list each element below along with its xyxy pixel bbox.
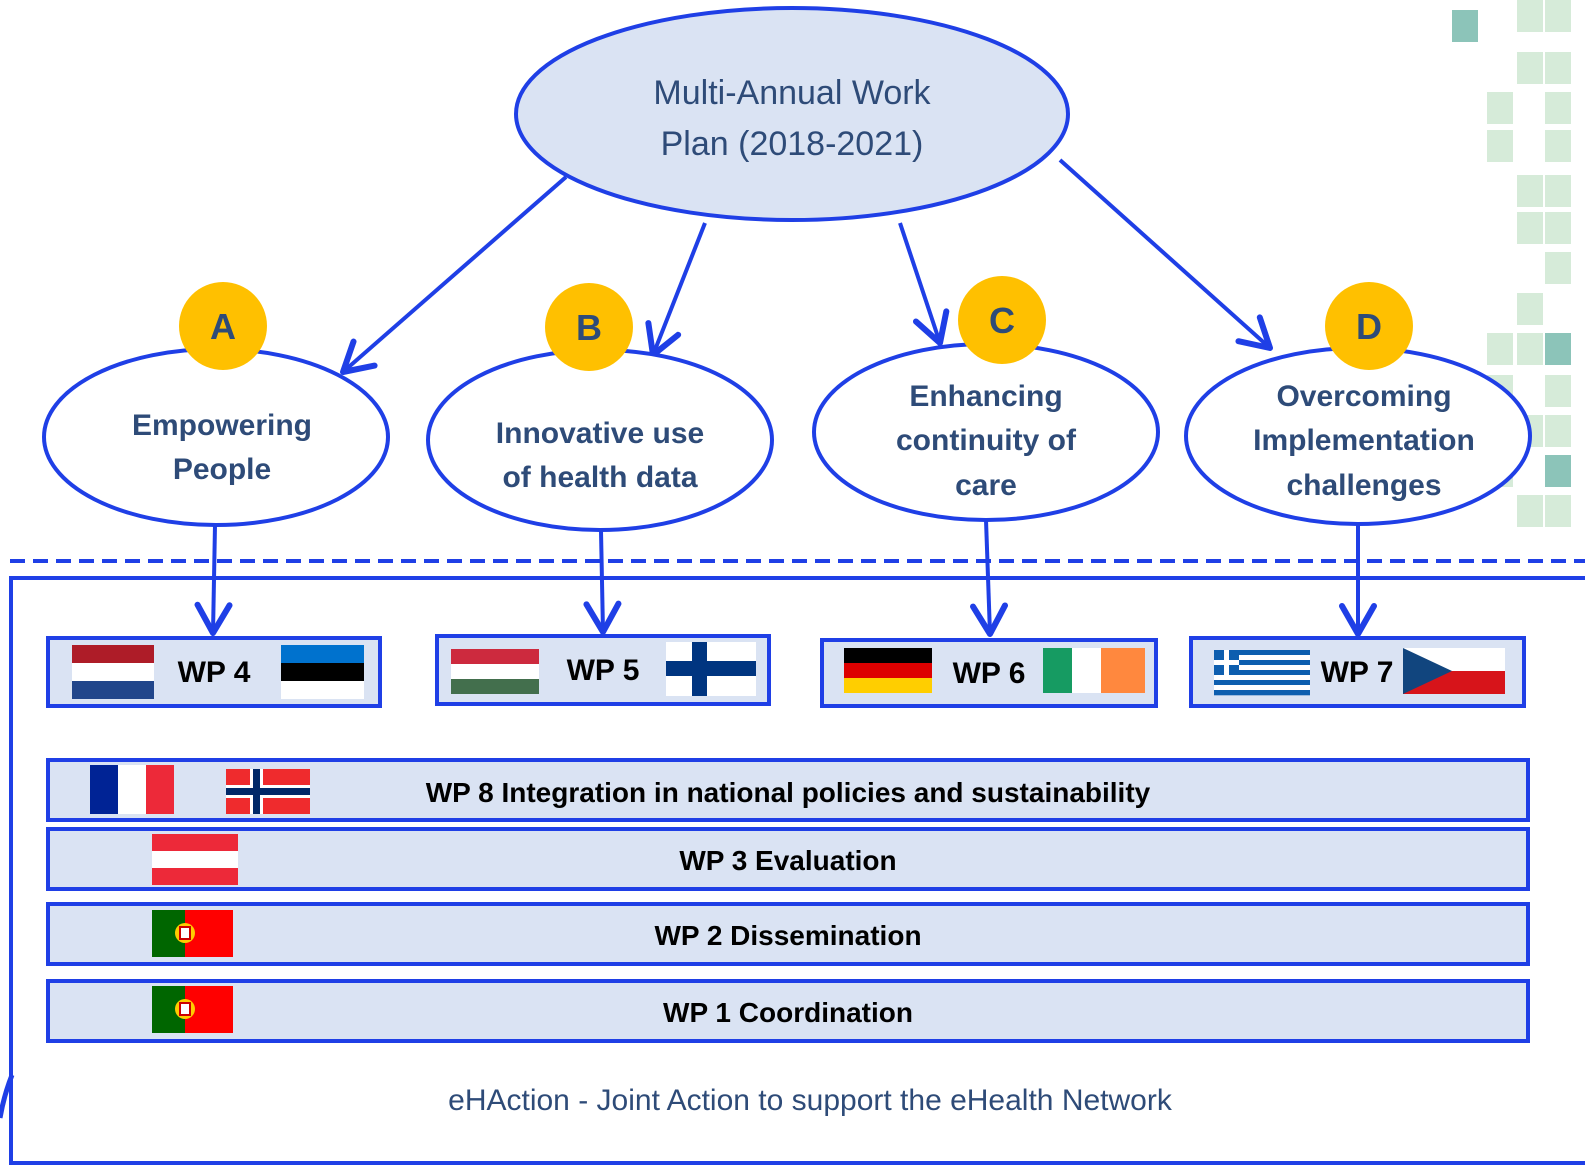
czech-flag xyxy=(1403,648,1505,694)
pillar-a: A Empowering People xyxy=(42,282,390,527)
arrow-to-pillar-c xyxy=(898,222,950,346)
pillar-c-line-1: Enhancing xyxy=(909,380,1062,413)
decorative-square xyxy=(1545,175,1571,207)
wp-box-6: WP 6 xyxy=(820,638,1158,708)
badge-c xyxy=(958,276,1046,364)
arrow-to-wp5 xyxy=(583,530,622,635)
badge-d-letter: D xyxy=(1356,306,1382,347)
arrow-to-wp6 xyxy=(970,519,1009,637)
top-title-line-2: Plan (2018-2021) xyxy=(661,125,924,163)
decorative-square xyxy=(1545,0,1571,32)
footer-text: eHAction - Joint Action to support the e… xyxy=(448,1084,1173,1117)
germany-flag xyxy=(844,648,932,693)
bar-wp1: WP 1 Coordination xyxy=(46,979,1530,1043)
arrow-to-pillar-d xyxy=(1058,158,1273,351)
decorative-square xyxy=(1517,333,1543,365)
badge-b-letter: B xyxy=(576,307,602,348)
decorative-square xyxy=(1545,415,1571,447)
decorative-square xyxy=(1517,212,1543,244)
badge-d xyxy=(1325,282,1413,370)
decorative-square xyxy=(1517,293,1543,325)
decorative-square xyxy=(1517,52,1543,84)
decorative-square xyxy=(1517,175,1543,207)
bar-wp1-label: WP 1 Coordination xyxy=(663,997,913,1028)
austria-flag xyxy=(152,834,238,885)
wp-7-label: WP 7 xyxy=(1321,656,1394,689)
badge-b xyxy=(545,283,633,371)
pillar-c-line-2: continuity of xyxy=(896,424,1077,457)
wp-box-4: WP 4 xyxy=(46,636,382,708)
decorative-square xyxy=(1517,0,1543,32)
decorative-square xyxy=(1545,495,1571,527)
bar-wp2-label: WP 2 Dissemination xyxy=(654,920,921,951)
decorative-square xyxy=(1545,375,1571,407)
decorative-square xyxy=(1545,92,1571,124)
wp-arrows xyxy=(194,519,1377,637)
lower-frame xyxy=(9,576,1585,1165)
badge-c-letter: C xyxy=(989,300,1015,341)
pillar-d-line-1: Overcoming xyxy=(1276,380,1451,413)
decorative-square xyxy=(1487,92,1513,124)
pillar-b-line-2: of health data xyxy=(502,461,697,494)
pillar-b: B Innovative use of health data xyxy=(426,283,774,532)
finland-flag xyxy=(666,642,756,696)
greece-flag xyxy=(1214,650,1310,696)
bar-wp3-label: WP 3 Evaluation xyxy=(679,845,896,876)
wp-4-label: WP 4 xyxy=(178,656,251,689)
decorative-square xyxy=(1487,333,1513,365)
top-title-line-1: Multi-Annual Work xyxy=(653,74,931,112)
decorative-square xyxy=(1545,252,1571,284)
wp-5-label: WP 5 xyxy=(567,654,640,687)
bar-wp2: WP 2 Dissemination xyxy=(46,902,1530,966)
decorative-square xyxy=(1545,212,1571,244)
wp-box-5: WP 5 xyxy=(435,634,771,706)
badge-a xyxy=(179,282,267,370)
netherlands-flag xyxy=(72,645,154,699)
top-ellipse: Multi-Annual Work Plan (2018-2021) xyxy=(514,6,1070,222)
pillar-d-line-3: challenges xyxy=(1286,469,1441,502)
estonia-flag xyxy=(281,645,364,699)
top-arrows xyxy=(340,158,1273,375)
arrow-to-pillar-b xyxy=(645,222,707,358)
decorative-square xyxy=(1545,455,1571,487)
france-flag xyxy=(90,765,174,814)
pillar-d-line-2: Implementation xyxy=(1253,424,1475,457)
pillar-d: D Overcoming Implementation challenges xyxy=(1184,282,1532,526)
pillar-c: C Enhancing continuity of care xyxy=(812,276,1160,522)
pillar-a-line-1: Empowering xyxy=(132,409,312,442)
decorative-square xyxy=(1545,52,1571,84)
pillar-a-line-2: People xyxy=(173,453,271,486)
arrow-to-pillar-a xyxy=(340,175,568,375)
decorative-square xyxy=(1545,130,1571,162)
decorative-square xyxy=(1517,495,1543,527)
badge-a-letter: A xyxy=(210,306,236,347)
pillar-b-line-1: Innovative use xyxy=(496,417,704,450)
decorative-arc xyxy=(0,1074,15,1119)
portugal-flag xyxy=(152,910,233,957)
norway-flag xyxy=(226,769,310,814)
bar-wp8: WP 8 Integration in national policies an… xyxy=(46,758,1530,822)
portugal-flag xyxy=(152,986,233,1033)
hungary-flag xyxy=(451,649,539,694)
decorative-square xyxy=(1545,333,1571,365)
ireland-flag xyxy=(1043,648,1145,693)
decorative-square xyxy=(1452,10,1478,42)
bar-wp3: WP 3 Evaluation xyxy=(46,827,1530,891)
bar-wp8-label: WP 8 Integration in national policies an… xyxy=(426,777,1151,808)
decorative-square xyxy=(1487,130,1513,162)
pillar-c-line-3: care xyxy=(955,469,1017,502)
wp-box-7: WP 7 xyxy=(1189,636,1526,708)
wp-6-label: WP 6 xyxy=(953,657,1026,690)
arrow-to-wp4 xyxy=(194,524,233,636)
